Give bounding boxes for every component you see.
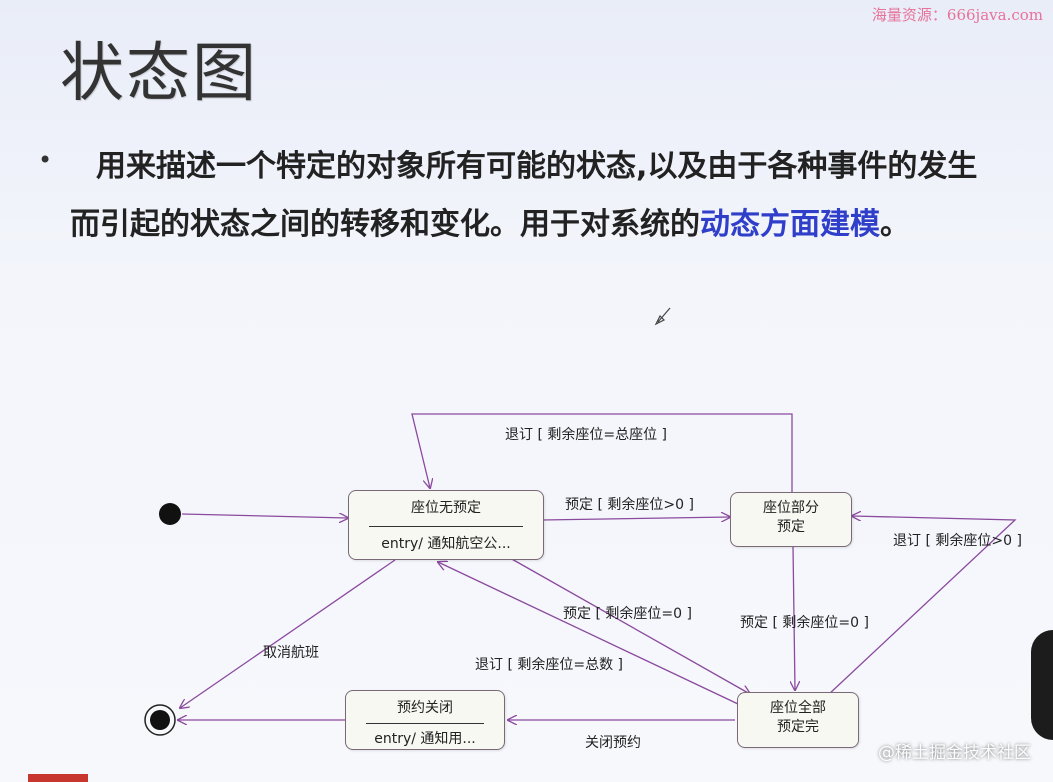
arrow-initial [181,514,348,518]
state-partial: 座位部分 预定 [730,492,852,547]
arrow-cancel-partial [827,516,1017,696]
arrow-cancel-all [411,413,793,492]
label-cancel-flight: 取消航班 [263,645,319,661]
bullet-text-highlight: 动态方面建模 [700,207,880,242]
state-full: 座位全部 预定完 [737,692,859,748]
state-no-booking: 座位无预定 entry/ 通知航空公... [348,490,544,560]
label-close-booking: 关闭预约 [585,735,641,751]
arrow-partial-to-full [793,545,795,690]
state-closed-name: 预约关闭 [397,700,453,716]
label-cancel-to-none: 退订 [ 剩余座位=总数 ] [475,657,624,673]
initial-state [159,503,181,525]
state-partial-name-1: 座位部分 [763,500,819,516]
label-cancel-partial: 退订 [ 剩余座位>0 ] [893,533,1022,549]
pen-cursor-icon [654,307,671,326]
arrow-book-more [541,517,730,520]
watermark-top: 海量资源：666java.com [871,6,1043,24]
bullet-text-end: 。 [880,207,910,242]
footer-red-strip [28,774,88,782]
label-book-full-from-none: 预定 [ 剩余座位=0 ] [563,606,692,622]
bullet-dot: • [38,146,53,174]
state-closed-divider [366,723,484,724]
state-partial-name-2: 预定 [777,519,805,535]
watermark-bottom: @稀土掘金技术社区 [878,743,1031,763]
bullet-text: 用来描述一个特定的对象所有可能的状态,以及由于各种事件的发生而引起的状态之间的转… [70,138,1000,254]
final-state-inner [150,710,170,730]
label-book-full-from-partial: 预定 [ 剩余座位=0 ] [740,615,869,631]
final-state-outer [144,704,176,736]
state-no-booking-name: 座位无预定 [411,500,481,516]
arrow-cancel-flight [180,559,396,708]
state-no-booking-entry: entry/ 通知航空公... [381,536,511,552]
state-closed-entry: entry/ 通知用... [374,731,476,747]
state-full-name-1: 座位全部 [770,700,826,716]
slide-title: 状态图 [60,37,258,111]
state-closed: 预约关闭 entry/ 通知用... [345,690,505,750]
presenter-edge [1031,630,1053,740]
arrow-full-to-none [438,562,739,705]
state-full-name-2: 预定完 [777,719,819,735]
label-book-more: 预定 [ 剩余座位>0 ] [565,497,694,513]
state-no-booking-divider [369,526,523,527]
arrow-none-to-full [509,557,750,694]
bullet-text-main: 用来描述一个特定的对象所有可能的状态,以及由于各种事件的发生而引起的状态之间的转… [70,149,978,242]
label-cancel-all: 退订 [ 剩余座位=总座位 ] [505,427,668,443]
